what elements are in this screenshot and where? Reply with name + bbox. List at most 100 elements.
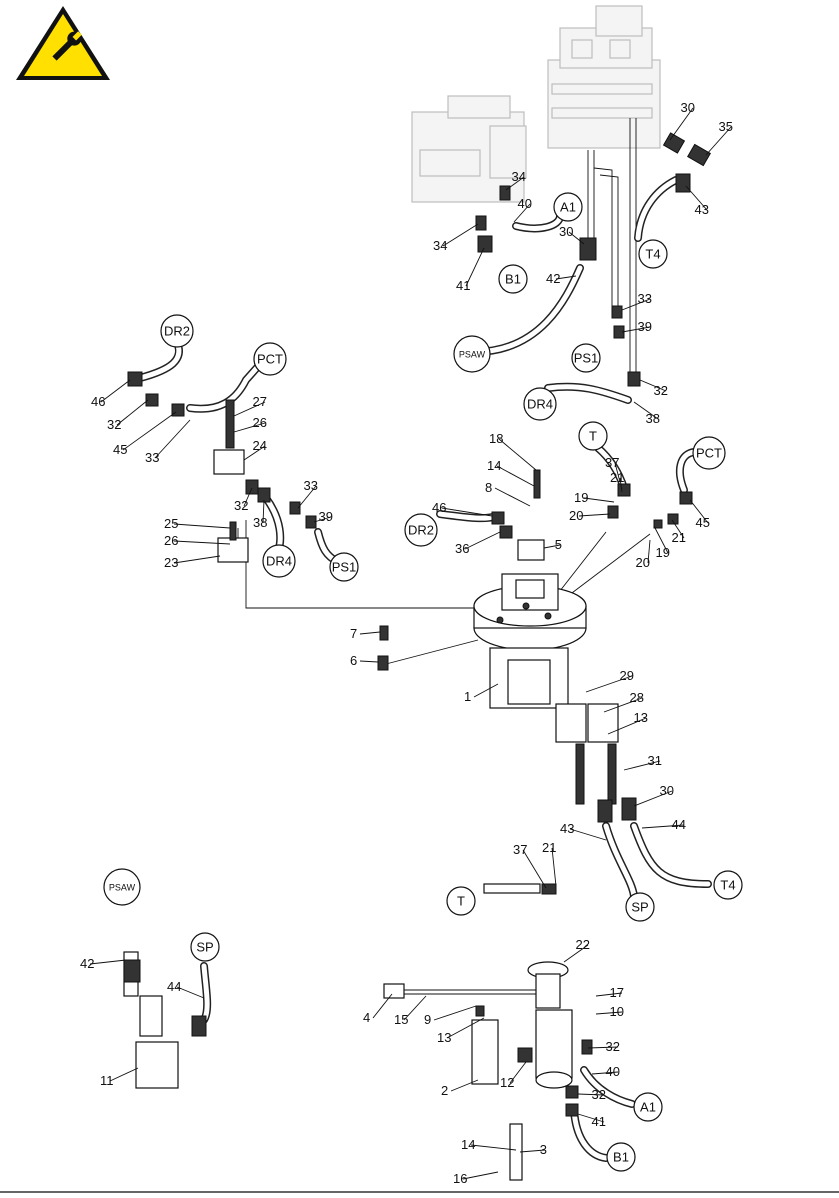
connector-label: A1: [640, 1099, 656, 1114]
leader-line: [505, 176, 525, 191]
part-callout: 18: [489, 431, 503, 446]
port-connector: B1: [498, 264, 528, 294]
connector-label: DR2: [408, 522, 434, 537]
connector-circle: [523, 387, 557, 421]
connector-circle: [160, 314, 194, 348]
connector-label: SP: [631, 899, 648, 914]
connector-circle: [262, 544, 296, 578]
part-callout: 31: [648, 753, 662, 768]
part-callout: 33: [638, 291, 652, 306]
leader-line: [551, 847, 557, 887]
leader-line: [100, 379, 131, 403]
part-callout: 45: [113, 442, 127, 457]
port-connector: T4: [713, 870, 743, 900]
fittings: [123, 132, 711, 1117]
port-connector: A1: [553, 192, 583, 222]
part-callout: 20: [636, 555, 650, 570]
connector-circle: [453, 335, 491, 373]
port-connector: PSAW: [103, 868, 141, 906]
part-callout: 34: [512, 169, 526, 184]
leader-line: [233, 422, 266, 433]
part-callout: 32: [234, 498, 248, 513]
part-callout: 40: [606, 1064, 620, 1079]
connector-label: A1: [560, 199, 576, 214]
leader-line: [297, 485, 317, 509]
part-callout: 20: [569, 508, 583, 523]
leader-line: [109, 1067, 139, 1082]
port-connector: SP: [625, 892, 655, 922]
connector-circle: [606, 1142, 636, 1172]
connector-label: T4: [720, 877, 735, 892]
connector-circle: [103, 868, 141, 906]
leader-line: [577, 1113, 605, 1123]
part-callout: 26: [253, 415, 267, 430]
part-callout: 38: [646, 411, 660, 426]
connector-circle: [329, 552, 359, 582]
part-callout: 28: [630, 690, 644, 705]
port-connector: PCT: [692, 436, 726, 470]
leader-line: [591, 1071, 619, 1075]
part-callout: 6: [350, 653, 357, 668]
part-callout: 42: [80, 956, 94, 971]
connector-label: PCT: [257, 351, 283, 366]
port-connector: SP: [190, 932, 220, 962]
leader-line: [473, 683, 499, 698]
leader-line: [705, 126, 732, 156]
part-callout: 30: [559, 224, 573, 239]
connector-circle: [713, 870, 743, 900]
part-callout: 8: [485, 480, 492, 495]
connector-circle: [190, 932, 220, 962]
leader-line: [585, 675, 633, 693]
part-callout: 25: [164, 516, 178, 531]
part-callout: 32: [606, 1039, 620, 1054]
leader-line: [498, 438, 537, 471]
leader-line: [262, 499, 265, 524]
connector-label: PSAW: [459, 349, 486, 359]
connector-label: PS1: [574, 350, 599, 365]
bottom-rule: [0, 1191, 839, 1193]
wrench-icon: [16, 6, 110, 80]
part-callout: 24: [253, 438, 267, 453]
leader-line: [633, 401, 659, 420]
part-callout: 12: [500, 1075, 514, 1090]
leader-line: [465, 247, 485, 287]
leader-line: [173, 523, 231, 529]
leader-line: [494, 487, 531, 507]
connector-label: T4: [645, 246, 660, 261]
part-callout: 10: [610, 1004, 624, 1019]
leader-line: [689, 499, 709, 524]
part-callout: 17: [610, 985, 624, 1000]
part-callout: 39: [638, 319, 652, 334]
leader-line: [621, 326, 651, 333]
part-callout: 36: [455, 541, 469, 556]
leader-line: [372, 993, 393, 1019]
leader-line: [462, 1171, 499, 1180]
part-callout: 42: [546, 271, 560, 286]
part-callout: 33: [304, 478, 318, 493]
leader-line: [243, 445, 266, 461]
part-callout: 21: [542, 840, 556, 855]
hydraulic-lines: [237, 118, 651, 995]
leader-lines: [89, 107, 732, 1180]
brake-valve-manifold: [213, 449, 545, 563]
leader-line: [496, 465, 535, 487]
leader-line: [621, 298, 651, 311]
part-callout: 41: [592, 1114, 606, 1129]
leader-line: [619, 477, 623, 493]
part-callout: 13: [437, 1030, 451, 1045]
leader-line: [641, 824, 685, 829]
port-connector: PCT: [253, 342, 287, 376]
port-connector: T: [578, 421, 608, 451]
connector-label: T: [589, 428, 597, 443]
leader-line: [233, 401, 266, 417]
leader-line: [685, 185, 708, 211]
control-valve-block: [547, 5, 661, 149]
part-callout: 26: [164, 533, 178, 548]
connector-label: PCT: [696, 445, 722, 460]
leader-line: [89, 959, 127, 965]
hydraulic-motor: [473, 573, 587, 709]
part-callout: 32: [592, 1087, 606, 1102]
part-callout: 22: [576, 937, 590, 952]
part-callout: 13: [634, 710, 648, 725]
